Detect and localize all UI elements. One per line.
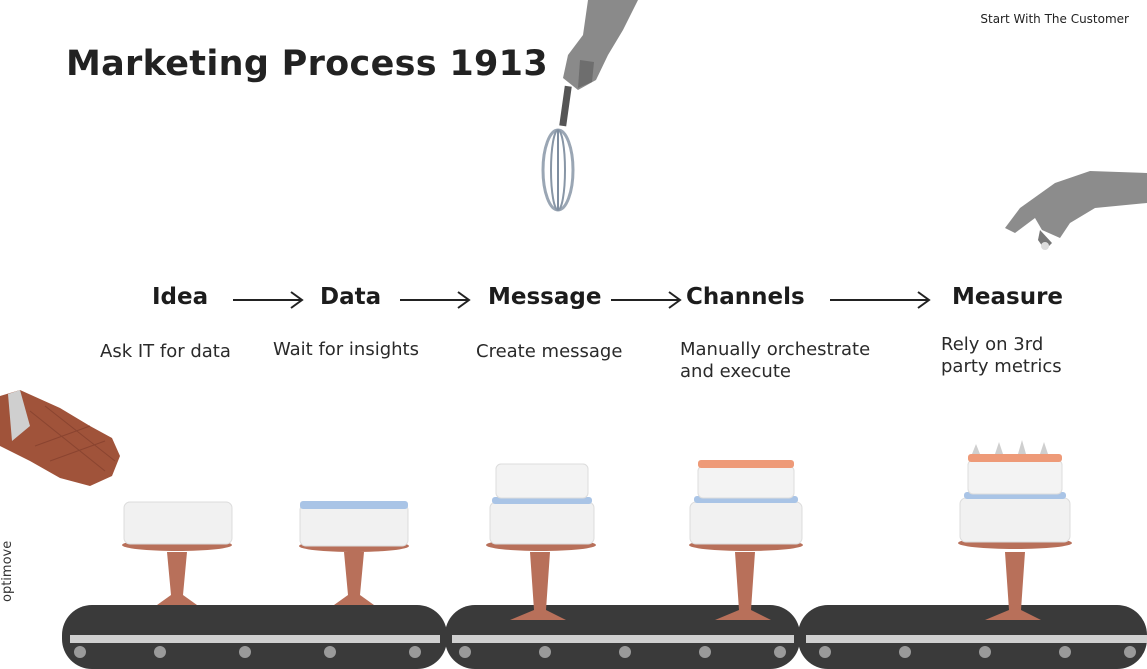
conveyor-belt xyxy=(62,605,1147,669)
slide-title: Marketing Process 1913 xyxy=(66,44,548,84)
cake-stage-measure xyxy=(958,440,1072,620)
arrow-right-icon xyxy=(233,291,304,309)
cake-stage-data xyxy=(299,501,409,605)
stage-channels: Channels xyxy=(686,284,805,310)
section-label: Start With The Customer xyxy=(980,12,1129,26)
stage-data: Data xyxy=(320,284,382,310)
cake-stage-channels xyxy=(689,460,803,620)
cake-stage-idea xyxy=(122,501,233,605)
conveyor-illustration xyxy=(62,440,1147,669)
stage-measure: Measure xyxy=(952,284,1064,310)
oven-mitt-illustration xyxy=(0,390,120,486)
brand-logo: optimove xyxy=(0,540,15,602)
arrow-right-icon xyxy=(611,291,682,309)
stage-channels-description: Manually orchestrate and execute xyxy=(680,339,871,382)
pinching-hand-illustration xyxy=(1005,171,1147,250)
whisk-hand-illustration xyxy=(541,0,638,212)
stage-data-description: Wait for insights xyxy=(273,339,419,360)
stage-idea: Idea xyxy=(152,284,209,310)
arrow-right-icon xyxy=(400,291,471,309)
arrow-right-icon xyxy=(830,291,931,309)
cake-stage-message xyxy=(486,463,596,620)
stage-idea-description: Ask IT for data xyxy=(100,341,231,362)
stage-measure-description: Rely on 3rd party metrics xyxy=(941,334,1062,377)
stage-message: Message xyxy=(488,284,602,310)
stage-message-description: Create message xyxy=(476,341,623,362)
